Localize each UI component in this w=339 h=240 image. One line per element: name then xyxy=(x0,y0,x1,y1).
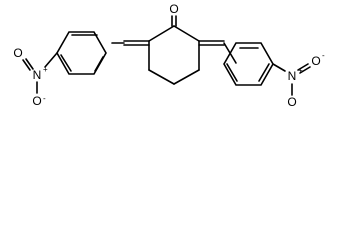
left-nitro-n-charge: + xyxy=(43,65,48,74)
bond xyxy=(94,56,104,72)
bond xyxy=(25,58,34,70)
right-benzene-ring xyxy=(223,42,274,86)
bond xyxy=(272,63,286,72)
right-nitro-n-charge: + xyxy=(298,66,303,75)
right-benzylidene xyxy=(198,40,286,86)
bond xyxy=(297,63,309,71)
left-nitro-nitrogen-label: N xyxy=(33,68,42,82)
left-nitro-group: N + O O - xyxy=(13,46,48,108)
left-nitro-oxygen-bottom-label: O xyxy=(32,94,41,108)
right-nitro-oxygen-top-label: O xyxy=(311,54,320,68)
right-nitro-oxygen-bottom-label: O xyxy=(287,95,296,109)
bond xyxy=(226,63,238,82)
carbonyl-group: O xyxy=(169,2,179,27)
structure-diagram: O N + O O - N + O - xyxy=(13,2,325,109)
bond xyxy=(173,25,200,42)
bond xyxy=(173,69,200,85)
cyclohexanone-ring xyxy=(148,25,200,85)
left-nitro-o-charge: - xyxy=(43,94,46,103)
bond xyxy=(148,25,175,42)
left-benzylidene xyxy=(44,31,150,75)
bond xyxy=(22,59,31,71)
bond xyxy=(44,52,58,68)
bond xyxy=(258,63,270,82)
bond xyxy=(299,66,311,74)
left-benzene-ring xyxy=(56,31,107,75)
right-nitro-o-charge: - xyxy=(322,51,325,60)
bond xyxy=(60,54,72,72)
right-nitro-nitrogen-label: N xyxy=(288,69,297,83)
left-nitro-oxygen-top-label: O xyxy=(13,46,22,60)
carbonyl-oxygen-label: O xyxy=(169,2,178,16)
bond xyxy=(148,69,175,85)
right-nitro-group: N + O - O xyxy=(287,51,325,109)
